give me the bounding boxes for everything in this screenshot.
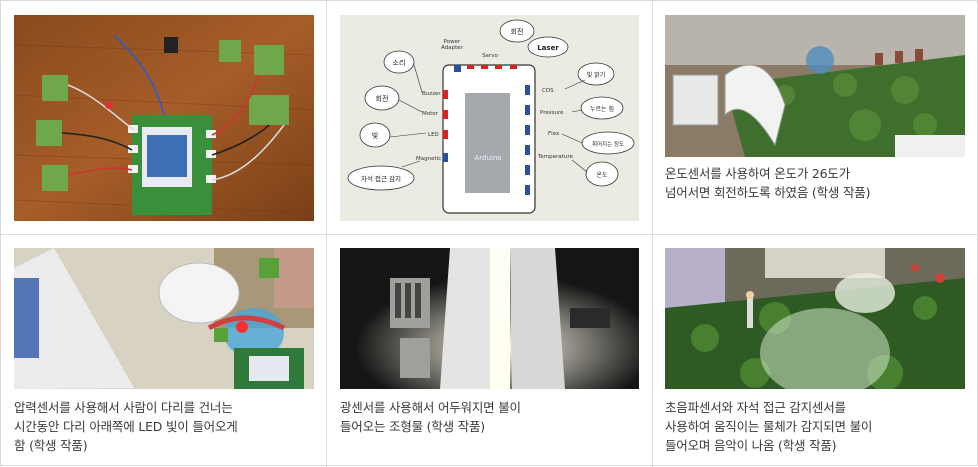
bubble-buzzer: 소리: [393, 58, 406, 67]
motor-label: Motor: [422, 111, 439, 117]
power-adapter-label: Power: [444, 39, 461, 45]
bubble-temperature: 온도: [596, 172, 608, 179]
bridge-pressure-sensor-model-photo: [14, 248, 314, 389]
cds-label: CDS: [542, 88, 554, 94]
bubble-led: 빛: [372, 131, 378, 140]
bubble-laser: Laser: [537, 44, 559, 52]
arduino-chip: [465, 93, 510, 193]
caption-light-sensor: 광센서를 사용해서 어두워지면 불이 들어오는 조형물 (학생 작품): [340, 400, 521, 434]
temperature-label: Temperature: [537, 154, 573, 160]
bubble-magnetic: 자석 접근 감지: [361, 174, 401, 183]
bubble-flex: 휘어지는 정도: [592, 140, 624, 148]
magnetic-label: Magnetic: [416, 156, 441, 162]
led-label: LED: [428, 132, 439, 138]
arduino-label: Arduino: [474, 154, 501, 162]
bubble-pressure: 누르는 힘: [590, 105, 614, 113]
servo-label: Servo: [482, 53, 498, 59]
dome-ultrasonic-magnetic-model-photo: [665, 248, 965, 389]
bubble-servo: 회전: [511, 27, 524, 36]
bubble-cds: 빛 밝기: [587, 71, 605, 79]
arduino-board-with-sensor-modules-photo: [14, 15, 314, 221]
buzzer-label: Buzzer: [422, 91, 441, 97]
caption-temperature-fan: 온도센서를 사용하여 온도가 26도가 넘어서면 회전하도록 하였음 (학생 작…: [665, 166, 871, 200]
caption-ultrasonic-magnetic: 초음파센서와 자석 접근 감지센서를 사용하여 움직이는 물체가 감지되면 불이…: [665, 400, 873, 453]
pressure-label: Pressure: [540, 110, 564, 116]
grid-divider: [1, 234, 978, 235]
bubble-motor: 회전: [376, 94, 389, 103]
dark-building-light-sensor-photo: [340, 248, 639, 389]
fan-rotating-model-photo: [665, 15, 965, 157]
flex-label: Flex: [548, 131, 560, 137]
caption-pressure-bridge: 압력센서를 사용해서 사람이 다리를 건너는 시간동안 다리 아래쪽에 LED …: [14, 400, 238, 453]
